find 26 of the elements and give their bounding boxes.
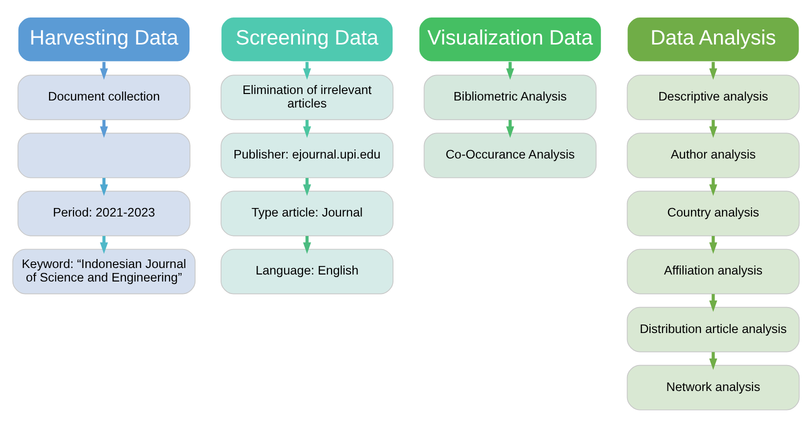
node-box bbox=[18, 132, 190, 178]
node-box: Harvesting Data bbox=[18, 16, 190, 62]
node-box: Country analysis bbox=[626, 190, 800, 236]
node-box: Co-Occurance Analysis bbox=[424, 132, 597, 178]
arrow bbox=[709, 236, 718, 254]
arrow bbox=[709, 294, 718, 312]
node-box: Keyword: “Indonesian Journal of Science and Engineering” bbox=[12, 248, 196, 294]
node-box: Distribution article analysis bbox=[626, 306, 800, 352]
node-box: Publisher: ejournal.upi.edu bbox=[220, 132, 394, 178]
arrow bbox=[709, 178, 718, 196]
node-box: Screening Data bbox=[220, 16, 394, 62]
node-box: Period: 2021-2023 bbox=[18, 190, 190, 236]
node-box: Affiliation analysis bbox=[626, 248, 800, 294]
node-box: Document collection bbox=[18, 74, 190, 120]
arrow bbox=[709, 62, 718, 80]
node-box: Visualization Data bbox=[418, 16, 602, 62]
node-box: Bibliometric Analysis bbox=[424, 74, 597, 120]
node-box: Language: English bbox=[220, 248, 394, 294]
node-box: Descriptive analysis bbox=[626, 74, 800, 120]
node-box: Type article: Journal bbox=[220, 190, 394, 236]
node-box: Elimination of irrelevant articles bbox=[220, 74, 394, 120]
node-box: Author analysis bbox=[626, 132, 800, 178]
arrow bbox=[709, 352, 718, 370]
node-box: Network analysis bbox=[626, 364, 800, 410]
node-box: Data Analysis bbox=[626, 16, 800, 62]
arrow bbox=[709, 120, 718, 138]
